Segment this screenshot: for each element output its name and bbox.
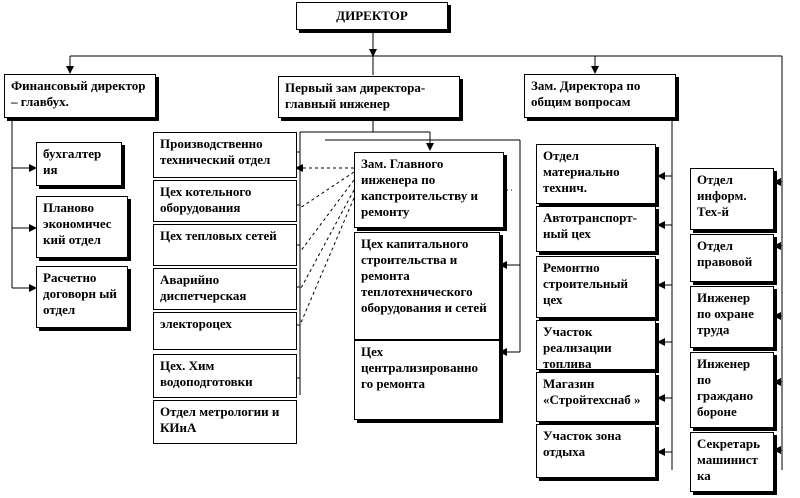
secretary-typist-box: Секретарь машинист ка: [690, 432, 774, 492]
motor-transport-box: Автотранспорт-ный цех: [536, 206, 656, 252]
settlement-contract-box: Расчетно договорн ый отдел: [36, 266, 128, 328]
emergency-dispatch-label: Аварийно диспетчерская: [160, 272, 247, 303]
capital-construction-shop-box: Цех капитального строительства и ремонта…: [354, 232, 500, 340]
metrology-box: Отдел метрологии и КИиА: [153, 400, 297, 444]
heat-networks-label: Цех тепловых сетей: [160, 228, 277, 243]
info-tech-dept-box: Отдел информ. Тех-й: [690, 168, 774, 230]
director-label: ДИРЕКТОР: [336, 8, 408, 23]
finance-director-box: Финансовый директор – главбух.: [4, 74, 156, 118]
production-technical-label: Производственно технический отдел: [160, 136, 271, 167]
deputy-chief-engineer-label: Зам. Главного инженера по капстроительст…: [361, 156, 478, 219]
repair-construction-box: Ремонтно строительный цех: [536, 256, 656, 318]
civil-defense-engineer-label: Инженер по граждано бороне: [697, 356, 754, 419]
materials-dept-box: Отдел материально технич.: [536, 144, 656, 204]
deputy-chief-engineer-box: Зам. Главного инженера по капстроительст…: [354, 152, 504, 228]
water-treatment-box: Цех. Хим водоподготовки: [153, 354, 297, 398]
finance-director-label: Финансовый директор – главбух.: [11, 78, 146, 109]
secretary-typist-label: Секретарь машинист ка: [697, 436, 760, 483]
electro-shop-label: электороцех: [160, 316, 232, 331]
metrology-label: Отдел метрологии и КИиА: [160, 404, 280, 435]
accounting-box: бухгалтер ия: [36, 142, 122, 186]
repair-construction-label: Ремонтно строительный цех: [543, 260, 628, 307]
boiler-shop-label: Цех котельного оборудования: [160, 184, 252, 215]
production-technical-box: Производственно технический отдел: [153, 132, 297, 178]
director-box: ДИРЕКТОР: [296, 2, 448, 30]
recreation-zone-label: Участок зона отдыха: [543, 428, 622, 459]
motor-transport-label: Автотранспорт-ный цех: [543, 210, 637, 241]
general-deputy-box: Зам. Директора по общим вопросам: [524, 74, 676, 118]
general-deputy-label: Зам. Директора по общим вопросам: [531, 78, 641, 109]
emergency-dispatch-box: Аварийно диспетчерская: [153, 268, 297, 310]
electro-shop-box: электороцех: [153, 312, 297, 350]
civil-defense-engineer-box: Инженер по граждано бороне: [690, 352, 774, 428]
water-treatment-label: Цех. Хим водоподготовки: [160, 358, 253, 389]
capital-construction-shop-label: Цех капитального строительства и ремонта…: [361, 236, 487, 315]
planning-economic-label: Планово экономичес кий отдел: [43, 200, 112, 247]
accounting-label: бухгалтер ия: [43, 146, 102, 177]
fuel-sales-label: Участок реализации топлива: [543, 324, 612, 370]
labor-safety-engineer-box: Инженер по охране труда: [690, 286, 774, 348]
chief-engineer-label: Первый зам директора-главный инженер: [285, 80, 426, 111]
fuel-sales-box: Участок реализации топлива: [536, 320, 656, 370]
store-label: Магазин «Стройтехснаб »: [543, 376, 641, 407]
boiler-shop-box: Цех котельного оборудования: [153, 180, 297, 222]
planning-economic-box: Планово экономичес кий отдел: [36, 196, 128, 258]
chief-engineer-box: Первый зам директора-главный инженер: [278, 76, 460, 118]
materials-dept-label: Отдел материально технич.: [543, 148, 620, 195]
central-repair-shop-label: Цех централизированно го ремонта: [361, 344, 479, 391]
store-box: Магазин «Стройтехснаб »: [536, 372, 656, 422]
settlement-contract-label: Расчетно договорн ый отдел: [43, 270, 117, 317]
central-repair-shop-box: Цех централизированно го ремонта: [354, 340, 500, 420]
labor-safety-engineer-label: Инженер по охране труда: [697, 290, 754, 337]
legal-dept-label: Отдел правовой: [697, 238, 753, 269]
info-tech-dept-label: Отдел информ. Тех-й: [697, 172, 747, 219]
heat-networks-box: Цех тепловых сетей: [153, 224, 297, 266]
recreation-zone-box: Участок зона отдыха: [536, 424, 656, 478]
legal-dept-box: Отдел правовой: [690, 234, 774, 282]
